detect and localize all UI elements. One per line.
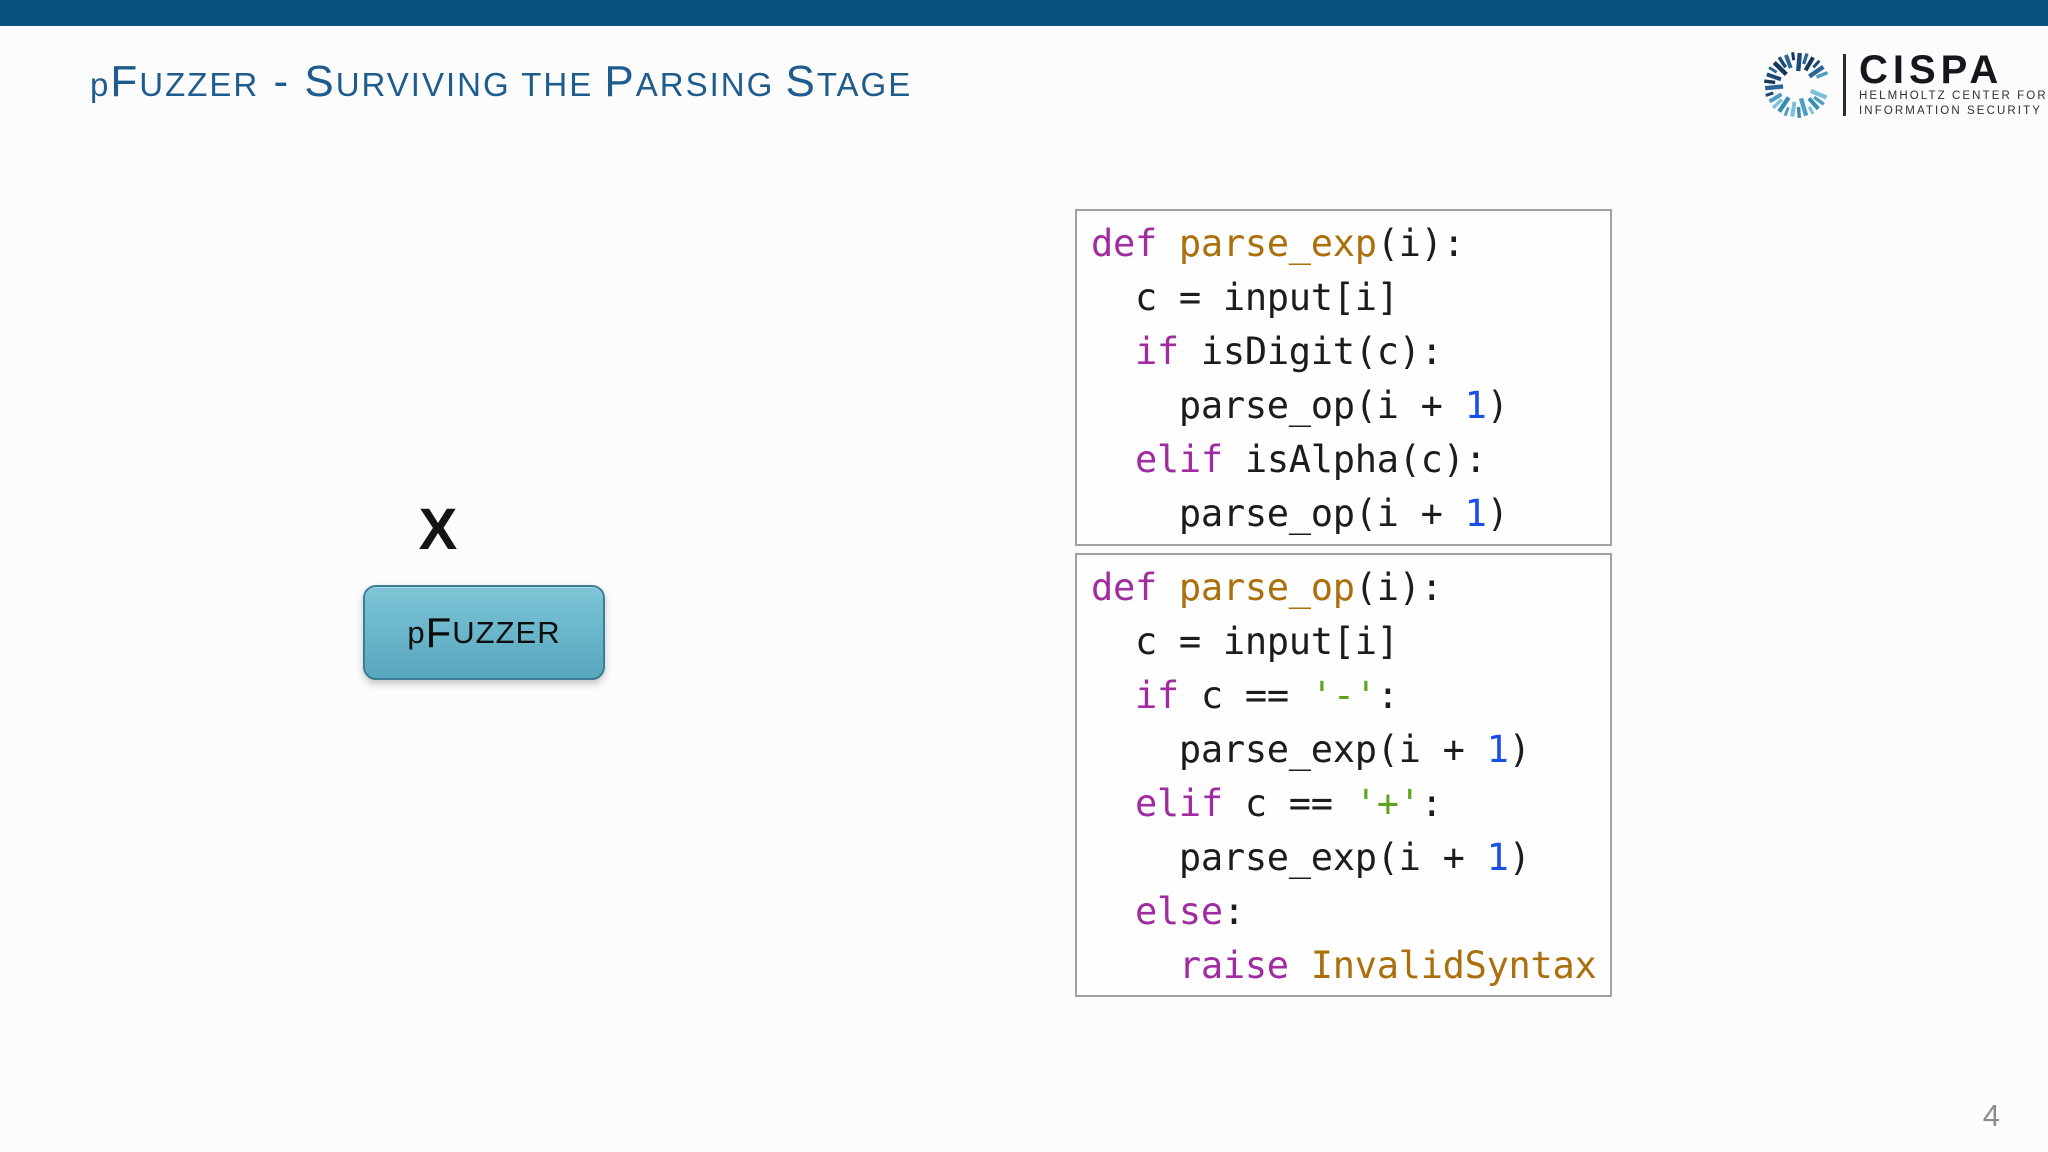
- code-box-parse-exp: def parse_exp(i): c = input[i] if isDigi…: [1075, 209, 1612, 546]
- logo-subtitle-line2: INFORMATION SECURITY: [1859, 105, 2042, 117]
- page-number: 4: [1982, 1098, 2000, 1133]
- slide-title: pFUZZER - SURVIVING THE PARSING STAGE: [90, 57, 913, 106]
- logo-wordmark: CISPA: [1859, 48, 2004, 93]
- code-box-parse-op: def parse_op(i): c = input[i] if c == '-…: [1075, 553, 1612, 997]
- fuzzer-input-label: X: [418, 497, 458, 562]
- logo-subtitle-line1: HELMHOLTZ CENTER FOR: [1859, 90, 2048, 103]
- top-accent-bar: [0, 0, 2048, 26]
- logo-divider: [1843, 54, 1846, 116]
- cispa-ring-icon: [1764, 52, 1829, 119]
- cispa-logo: CISPA HELMHOLTZ CENTER FOR INFORMATION S…: [1762, 50, 2048, 120]
